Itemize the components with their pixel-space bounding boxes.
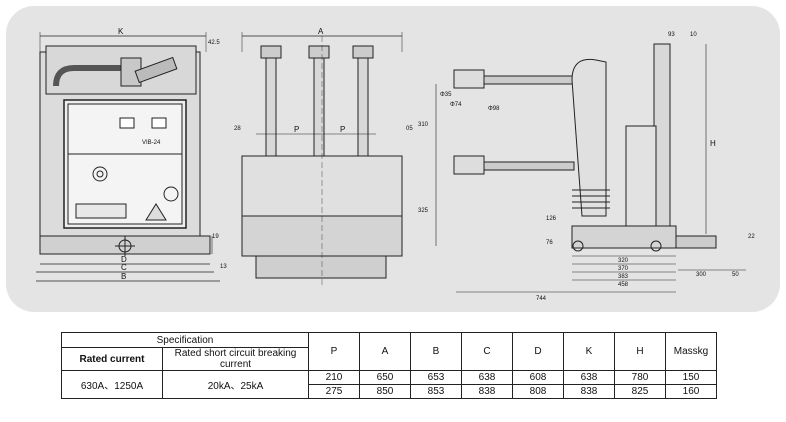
col-header-mass: Masskg bbox=[665, 332, 717, 371]
col-header-b: B bbox=[410, 332, 462, 371]
table-cell: 850 bbox=[359, 384, 411, 399]
profile-dim-744: 744 bbox=[536, 296, 547, 302]
profile-dim-126: 126 bbox=[546, 216, 557, 222]
side-dim-P2: P bbox=[340, 125, 345, 134]
table-cell: 160 bbox=[665, 384, 717, 399]
side-dim-325: 325 bbox=[418, 208, 429, 214]
table-cell: 150 bbox=[665, 370, 717, 385]
profile-dim-50: 50 bbox=[732, 272, 739, 278]
col-header-a: A bbox=[359, 332, 411, 371]
profile-dim-22: 22 bbox=[748, 234, 755, 240]
front-dim-C: C bbox=[121, 263, 127, 272]
front-nameplate: VIB-24 bbox=[142, 140, 161, 146]
side-dim-P1: P bbox=[294, 125, 299, 134]
col-header-d: D bbox=[512, 332, 564, 371]
table-cell: 808 bbox=[512, 384, 564, 399]
spec-header: Specification bbox=[61, 332, 309, 348]
breaking-values: 20kA、25kA bbox=[162, 370, 309, 399]
profile-dim-320: 320 bbox=[618, 258, 629, 264]
table-cell: 825 bbox=[614, 384, 666, 399]
col-header-p: P bbox=[308, 332, 360, 371]
profile-dim-370: 370 bbox=[618, 266, 629, 272]
front-dim-offset: 42.5 bbox=[208, 40, 220, 46]
rated-breaking-header: Rated short circuit breaking current bbox=[162, 347, 309, 371]
front-dim-B: B bbox=[121, 272, 126, 281]
table-cell: 838 bbox=[461, 384, 513, 399]
drawing-panel: K 42.5 VIB-24 D C B 13 19 A P P 310 325 … bbox=[6, 6, 780, 312]
profile-dim-93: 93 bbox=[668, 32, 675, 38]
profile-dim-300: 300 bbox=[696, 272, 707, 278]
col-header-c: C bbox=[461, 332, 513, 371]
profile-dim-35: Φ35 bbox=[440, 92, 452, 98]
profile-view bbox=[435, 43, 746, 293]
profile-dim-10: 10 bbox=[690, 32, 697, 38]
profile-dim-458: 458 bbox=[618, 282, 629, 288]
profile-dim-98: Φ98 bbox=[488, 106, 500, 112]
col-header-k: K bbox=[563, 332, 615, 371]
front-dim-D: D bbox=[121, 255, 127, 264]
table-cell: 608 bbox=[512, 370, 564, 385]
front-dim-19: 19 bbox=[212, 234, 219, 240]
side-view bbox=[241, 32, 403, 286]
front-dim-K: K bbox=[118, 27, 124, 36]
rated-current-header: Rated current bbox=[61, 347, 163, 371]
table-cell: 650 bbox=[359, 370, 411, 385]
profile-dim-76: 76 bbox=[546, 240, 553, 246]
side-dim-A: A bbox=[318, 27, 324, 36]
col-header-h: H bbox=[614, 332, 666, 371]
table-cell: 638 bbox=[461, 370, 513, 385]
table-cell: 275 bbox=[308, 384, 360, 399]
table-cell: 838 bbox=[563, 384, 615, 399]
profile-dim-H: H bbox=[710, 139, 716, 148]
table-cell: 210 bbox=[308, 370, 360, 385]
front-dim-13: 13 bbox=[220, 264, 227, 270]
side-dim-310: 310 bbox=[418, 122, 429, 128]
spec-table: Specification P A B C D K H Masskg Rated… bbox=[61, 332, 717, 399]
table-cell: 853 bbox=[410, 384, 462, 399]
front-view bbox=[36, 32, 220, 282]
table-cell: 653 bbox=[410, 370, 462, 385]
side-dim-28: 28 bbox=[234, 126, 241, 132]
table-cell: 780 bbox=[614, 370, 666, 385]
table-cell: 638 bbox=[563, 370, 615, 385]
profile-dim-383: 383 bbox=[618, 274, 629, 280]
current-values: 630A、1250A bbox=[61, 370, 163, 399]
profile-dim-74: Φ74 bbox=[450, 102, 462, 108]
side-dim-05: 05 bbox=[406, 126, 413, 132]
